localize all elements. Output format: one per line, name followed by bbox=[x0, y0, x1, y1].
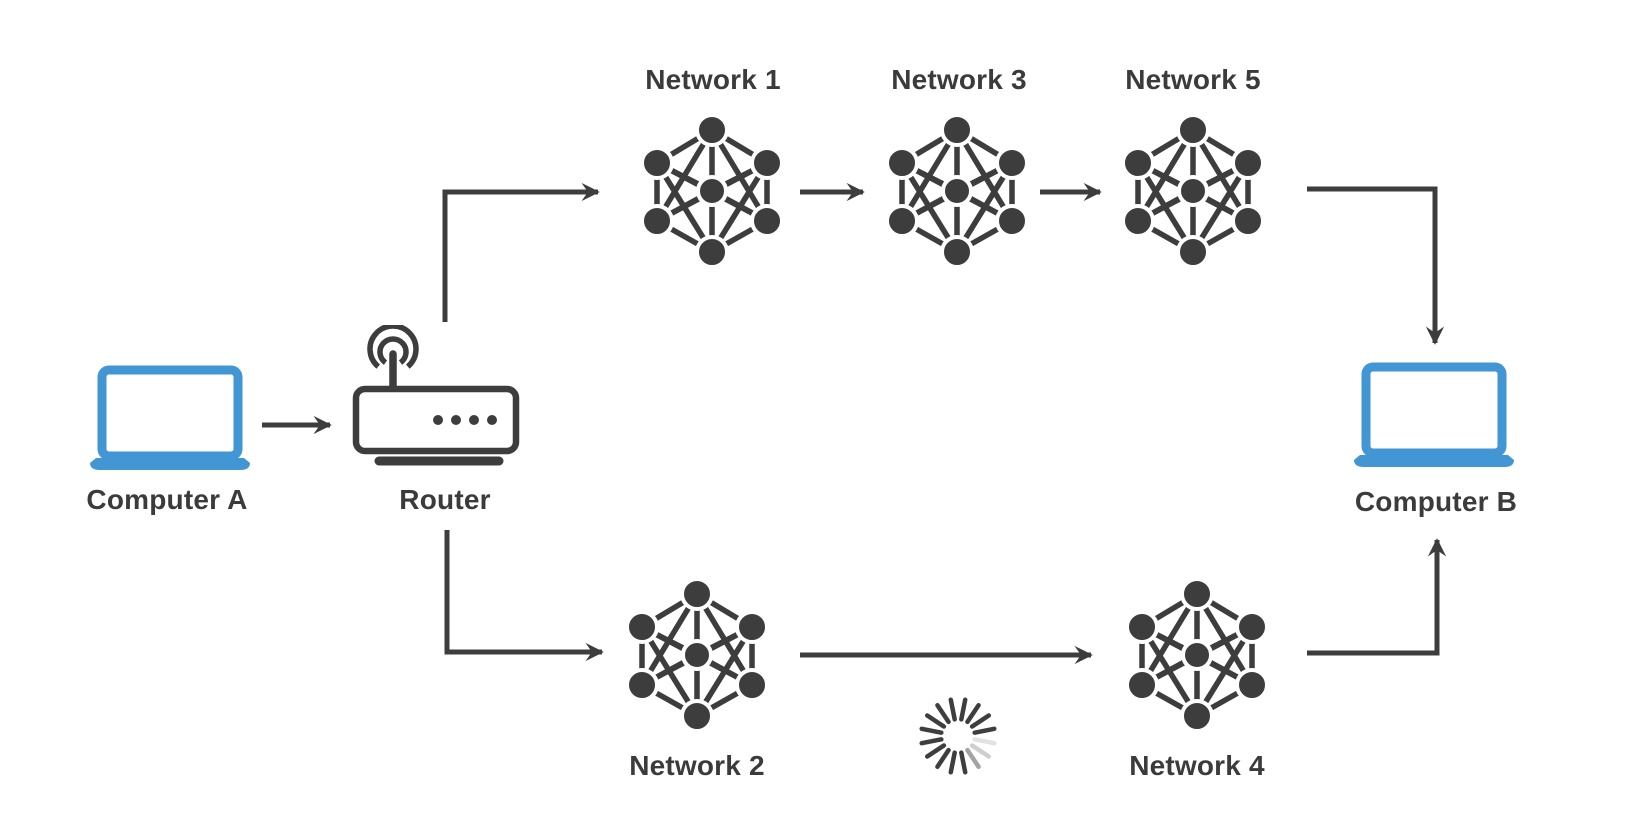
connector-network-5-to-computer-b bbox=[1307, 186, 1445, 345]
computer-b-label: Computer B bbox=[1354, 486, 1518, 517]
mesh-network-icon bbox=[637, 116, 787, 266]
network-5-label: Network 5 bbox=[1125, 64, 1261, 95]
mesh-network-icon bbox=[622, 580, 772, 730]
network-4-label: Network 4 bbox=[1129, 750, 1265, 781]
laptop-icon bbox=[1354, 361, 1514, 467]
wireless-router-icon bbox=[352, 325, 520, 466]
network-3-label: Network 3 bbox=[891, 64, 1027, 95]
mesh-network-icon bbox=[1118, 116, 1268, 266]
connector-network-4-to-computer-b bbox=[1307, 538, 1447, 656]
loading-spinner-icon bbox=[919, 697, 997, 775]
network-1-label: Network 1 bbox=[645, 64, 781, 95]
mesh-network-icon bbox=[882, 116, 1032, 266]
mesh-network-icon bbox=[1122, 580, 1272, 730]
network-2-label: Network 2 bbox=[629, 750, 765, 781]
connector-router-to-network-1 bbox=[442, 182, 600, 322]
connector-router-to-network-2 bbox=[444, 530, 604, 662]
router-label: Router bbox=[399, 484, 491, 515]
computer-a-label: Computer A bbox=[86, 484, 248, 515]
laptop-icon bbox=[90, 364, 250, 470]
